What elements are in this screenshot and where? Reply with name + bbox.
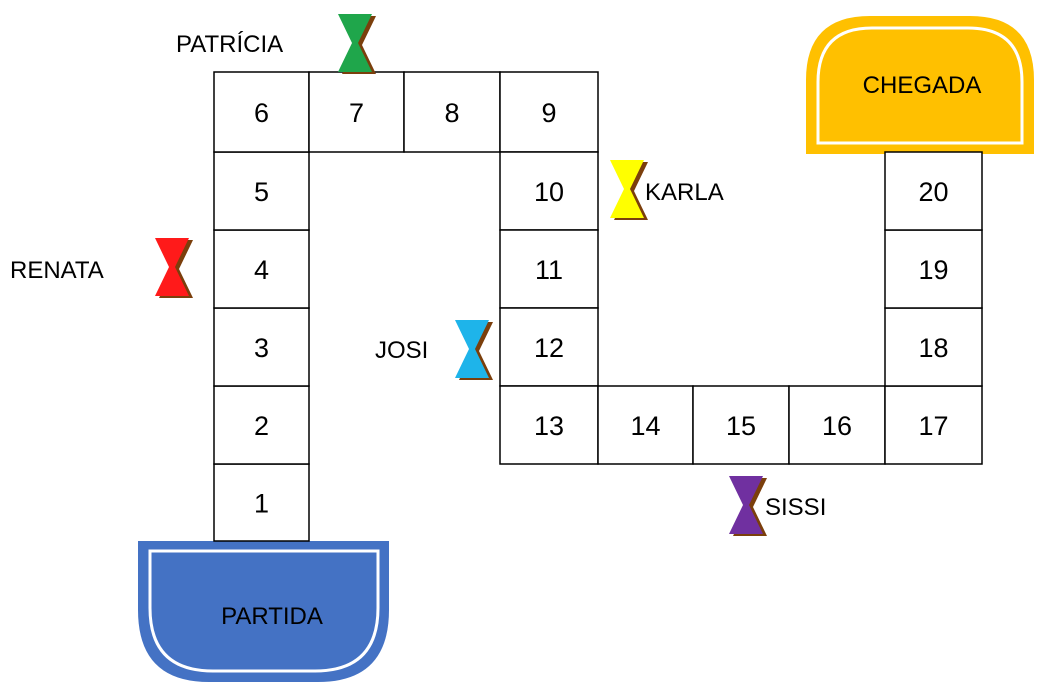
board-cell-number: 11 [535,255,563,285]
player-name-patricia: PATRÍCIA [176,31,283,58]
board-cell-box [213,385,310,465]
board-cell-box [308,71,405,153]
board-cell-box [788,385,886,465]
board-cell-17: 17 [884,385,983,465]
board-cell-12: 12 [499,307,599,387]
board-cell-number: 20 [918,177,948,207]
board-cell-number: 17 [918,411,948,441]
board-cell-2: 2 [213,385,310,465]
hourglass-icon [729,476,763,534]
board-cell-number: 8 [444,98,459,128]
board-cell-number: 9 [541,98,556,128]
board-cell-14: 14 [597,385,694,465]
board-cell-number: 6 [254,98,269,128]
board-cell-number: 4 [254,255,269,285]
board-cell-number: 19 [918,255,948,285]
board-cell-number: 16 [822,411,852,441]
board-cell-box [884,385,983,465]
player-name-renata: RENATA [10,257,104,284]
start-zone: PARTIDA [138,541,389,682]
board-cell-box [403,71,501,153]
board-cell-box [213,71,310,153]
board-cell-18: 18 [884,307,983,387]
board-cell-1: 1 [213,463,310,542]
start-zone-inner [148,549,380,673]
board-cell-6: 6 [213,71,310,153]
board-cell-5: 5 [213,151,310,231]
board-cell-3: 3 [213,307,310,387]
board-cell-4: 4 [213,229,310,309]
board-cell-15: 15 [692,385,790,465]
hourglass-icon [338,14,372,72]
board-cell-box [499,71,599,153]
player-name-josi: JOSI [375,337,428,364]
finish-zone: CHEGADA [806,16,1034,154]
board-cell-number: 5 [254,177,269,207]
player-token-2-hourglass-icon[interactable] [610,160,648,220]
board-cell-13: 13 [499,385,599,465]
start-label: PARTIDA [221,603,323,630]
board-cell-number: 13 [534,411,564,441]
hourglass-icon [455,320,489,378]
player-name-sissi: SISSI [765,494,826,521]
board-cell-number: 1 [254,489,269,519]
board-cell-number: 14 [630,411,660,441]
player-name-karla: KARLA [645,179,724,206]
finish-label: CHEGADA [863,72,982,99]
player-tokens [155,14,767,536]
board-cell-box [499,151,599,231]
player-token-3-hourglass-icon[interactable] [155,238,193,298]
player-token-1-hourglass-icon[interactable] [338,14,376,74]
board-cell-box [499,385,599,465]
board-cell-20: 20 [884,151,983,231]
player-token-5-hourglass-icon[interactable] [729,476,767,536]
board-cell-19: 19 [884,229,983,309]
board-cell-box [499,307,599,387]
board-cell-box [884,151,983,231]
hourglass-icon [155,238,189,296]
board-cell-number: 2 [254,411,269,441]
board-cell-number: 7 [349,98,364,128]
hourglass-icon [610,160,644,218]
board-cell-number: 15 [726,411,756,441]
board-cell-number: 3 [254,333,269,363]
board-cell-11: 11 [499,229,599,309]
board-cell-box [499,229,599,309]
board-cell-8: 8 [403,71,501,153]
player-token-4-hourglass-icon[interactable] [455,320,493,380]
board-cell-10: 10 [499,151,599,231]
finish-zone-inner [816,26,1024,145]
board-cell-9: 9 [499,71,599,153]
board-cell-7: 7 [308,71,405,153]
board-cell-number: 12 [534,333,564,363]
board-cell-box [884,307,983,387]
board-cell-number: 18 [918,333,948,363]
board-cell-16: 16 [788,385,886,465]
board-cell-number: 10 [534,177,564,207]
